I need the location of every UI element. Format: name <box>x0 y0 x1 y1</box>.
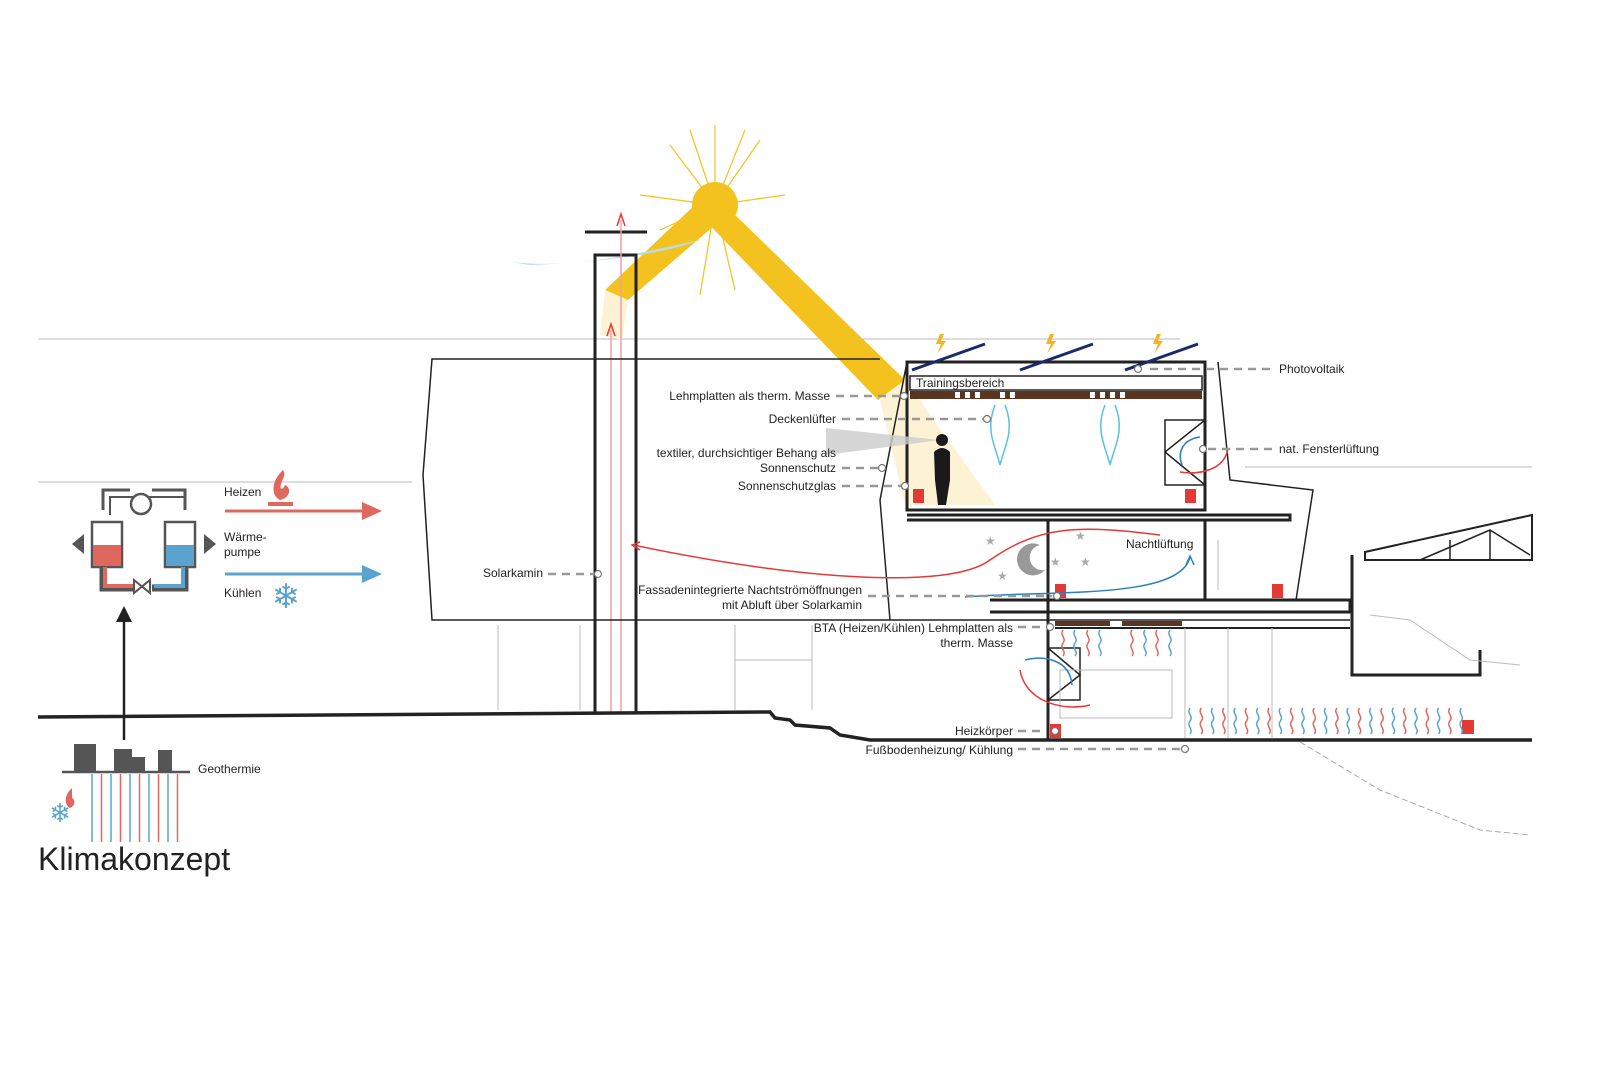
svg-text:★: ★ <box>997 569 1008 583</box>
terrain-steps <box>1299 741 1531 836</box>
heat-pump-icon <box>72 488 216 596</box>
wave-mark <box>1289 707 1294 735</box>
wave-mark <box>1368 707 1373 735</box>
legend-heat-pump: Wärme- <box>224 530 267 544</box>
ceiling-fan-airflow-icon <box>989 404 1121 466</box>
legend-cooling: Kühlen <box>224 586 261 600</box>
label-night-ventilation: Nachtlüftung <box>1126 537 1193 551</box>
wave-mark <box>1188 707 1192 735</box>
wave-mark <box>1199 707 1204 735</box>
wave-mark <box>1061 629 1065 657</box>
wave-mark <box>1335 707 1339 735</box>
label-facade-openings: Fassadenintegrierte Nachtströmöffnungen <box>638 583 862 597</box>
curtain-shadow <box>826 428 940 455</box>
wave-mark <box>1155 629 1159 657</box>
wave-mark <box>1210 707 1215 735</box>
wave-mark <box>1448 707 1452 735</box>
page-title: Klimakonzept <box>38 841 230 877</box>
legend-geothermal: Geothermie <box>198 762 261 776</box>
label-solar-glass: Sonnenschutzglas <box>738 479 836 493</box>
label-bta: BTA (Heizen/Kühlen) Lehmplatten als <box>814 621 1013 635</box>
label-photovoltaic: Photovoltaik <box>1279 362 1345 376</box>
window-airflow-arrow <box>1179 436 1201 466</box>
label-sun-protection: Sonnenschutz <box>760 461 836 475</box>
svg-text:★: ★ <box>1050 555 1061 569</box>
wave-mark <box>1143 629 1147 657</box>
radiant-waves-icon <box>1061 629 1464 735</box>
flame-icon <box>268 470 293 506</box>
geothermal-icon <box>62 744 190 842</box>
wave-mark <box>1098 629 1102 657</box>
svg-text:★: ★ <box>1075 529 1086 543</box>
lightning-icon <box>936 334 1163 354</box>
wave-mark <box>1312 707 1317 735</box>
wave-mark <box>1425 707 1430 735</box>
svg-text:★: ★ <box>985 534 996 548</box>
svg-text:★: ★ <box>1080 555 1091 569</box>
snowflake-icon: ❄ <box>49 798 71 828</box>
wave-mark <box>1391 707 1396 735</box>
wave-mark <box>1357 707 1362 735</box>
label-clay-panels: Lehmplatten als therm. Masse <box>669 389 830 403</box>
wave-mark <box>1346 707 1351 735</box>
wave-mark <box>1323 707 1328 735</box>
wave-mark <box>1086 629 1090 657</box>
wave-mark <box>1380 707 1384 735</box>
wave-mark <box>1233 707 1238 735</box>
wave-mark <box>1301 707 1305 735</box>
label-training-area: Trainingsbereich <box>916 376 1004 390</box>
ground-line <box>37 710 1532 742</box>
wave-mark <box>1130 629 1134 657</box>
night-exhaust-arrow <box>632 528 1161 579</box>
legend-heat-pump-2: pumpe <box>224 545 261 559</box>
label-floor-heating: Fußbodenheizung/ Kühlung <box>866 743 1013 757</box>
wave-mark <box>1244 707 1249 735</box>
wave-mark <box>1073 629 1077 657</box>
label-exhaust-solar-chimney: mit Abluft über Solarkamin <box>722 598 862 612</box>
stars-icon: ★ ★ ★ ★ ★ <box>985 529 1091 583</box>
legend-heating: Heizen <box>224 485 261 499</box>
snowflake-icon: ❄ <box>272 578 301 616</box>
wave-mark <box>1267 707 1271 735</box>
wave-mark <box>1402 707 1407 735</box>
person-icon <box>934 434 950 505</box>
wave-mark <box>1222 707 1226 735</box>
building-section <box>422 358 1533 740</box>
label-window-ventilation: nat. Fensterlüftung <box>1279 442 1379 456</box>
wave-mark <box>1459 707 1464 735</box>
label-textile-curtain: textiler, durchsichtiger Behang als <box>657 446 836 460</box>
label-ceiling-fans: Deckenlüfter <box>769 412 836 426</box>
wave-mark <box>1168 629 1172 657</box>
label-radiator: Heizkörper <box>955 724 1013 738</box>
wave-mark <box>1278 707 1283 735</box>
label-solar-chimney: Solarkamin <box>483 566 543 580</box>
flame-icon <box>65 788 75 808</box>
wave-mark <box>1255 707 1260 735</box>
label-bta-thermal-mass: therm. Masse <box>940 636 1013 650</box>
label-leaders <box>548 364 1272 754</box>
wave-mark <box>1414 707 1418 735</box>
moon-icon <box>1017 543 1045 576</box>
wave-mark <box>1436 707 1441 735</box>
photovoltaic-panels <box>911 342 1199 372</box>
